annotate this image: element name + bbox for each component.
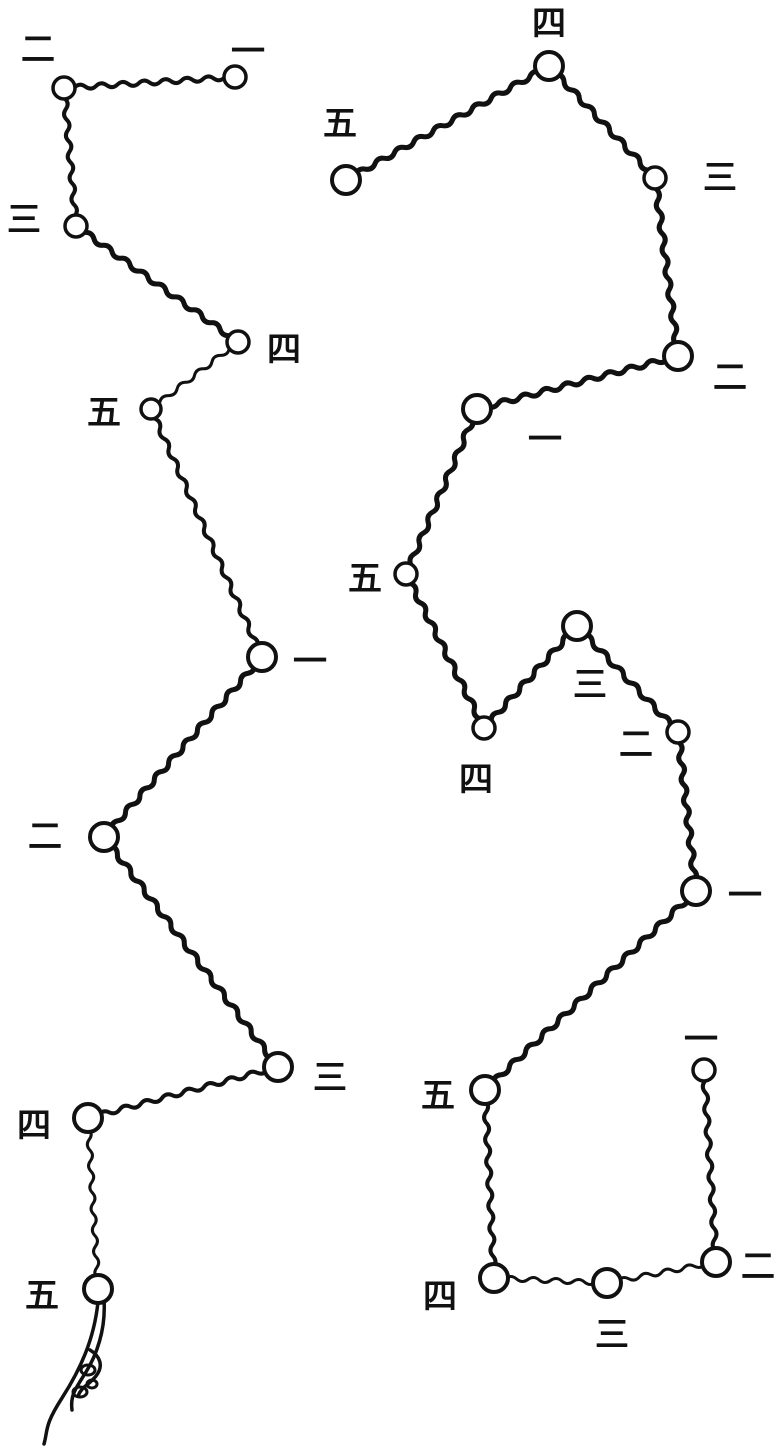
right-path-edge <box>546 63 658 181</box>
left-path-edge <box>62 73 237 92</box>
right-path-node <box>662 340 694 372</box>
node-layer <box>51 50 732 1305</box>
right-path-edge <box>403 406 480 577</box>
right-path-node-label: 五 <box>348 559 382 599</box>
right-path-edge <box>605 1259 718 1286</box>
left-path-edge <box>84 1116 102 1291</box>
left-path-node-label: 五 <box>25 1276 59 1316</box>
left-path-node <box>246 641 278 673</box>
left-path-node-label: 二 <box>21 30 55 70</box>
right-path-node-label: 三 <box>573 665 607 705</box>
left-path-node-label: 一 <box>293 642 327 682</box>
right-path-node <box>561 610 593 642</box>
right-path-edge <box>673 729 699 894</box>
right-path-node-label: 五 <box>421 1076 455 1116</box>
left-path-node <box>51 75 77 101</box>
right-path-node <box>469 1074 501 1106</box>
right-path-edge <box>650 175 683 359</box>
left-path-edge <box>73 223 241 345</box>
right-path-node <box>591 1267 623 1299</box>
right-path-node <box>478 1262 510 1294</box>
right-path-node <box>330 164 362 196</box>
left-path-edge <box>101 834 281 1070</box>
left-path-node-label: 四 <box>17 1106 51 1146</box>
right-path-node <box>471 715 497 741</box>
tail-strand <box>76 1348 102 1398</box>
right-path-edge <box>700 1068 720 1264</box>
tail-strand <box>42 1300 100 1446</box>
left-path-node-label: 五 <box>87 393 121 433</box>
edge-layer <box>60 63 720 1291</box>
right-path-node <box>393 561 419 587</box>
right-path-node <box>533 50 565 82</box>
left-path-node-label: 三 <box>7 200 41 240</box>
left-path-node-label: 一 <box>231 32 265 72</box>
tail-loop <box>79 1363 97 1377</box>
right-path-node <box>680 875 712 907</box>
right-path-edge <box>474 352 681 412</box>
right-path-node-label: 三 <box>595 1315 629 1355</box>
right-path-node-label: 一 <box>528 420 562 460</box>
right-path-node <box>642 165 668 191</box>
right-path-node-label: 二 <box>713 358 747 398</box>
tail-strand <box>69 1298 106 1412</box>
tail-strands <box>42 1298 106 1446</box>
left-path-node <box>262 1051 294 1083</box>
left-path-node <box>88 821 120 853</box>
right-path-node <box>665 719 691 745</box>
left-path-edge <box>86 1064 280 1121</box>
right-path-edge <box>481 623 580 731</box>
tail-loop <box>85 1378 99 1390</box>
right-path-node-label: 一 <box>728 876 762 916</box>
right-path-node-label: 二 <box>741 1247 775 1287</box>
right-path-node-label: 三 <box>703 158 737 198</box>
left-path-node <box>222 64 248 90</box>
right-path-node-label: 五 <box>323 104 357 144</box>
right-path-edge <box>481 1088 498 1280</box>
left-path-edge <box>149 340 240 411</box>
right-path-node-label: 二 <box>619 725 653 765</box>
left-path-node <box>82 1273 114 1305</box>
left-path-node-label: 三 <box>313 1058 347 1098</box>
tail-loop <box>71 1385 89 1399</box>
right-path-edge <box>492 1275 609 1286</box>
left-path-node-label: 四 <box>267 330 301 370</box>
right-path-node <box>691 1057 717 1083</box>
left-path-node <box>225 329 251 355</box>
right-path-node <box>461 393 493 425</box>
right-path-node-label: 四 <box>459 760 493 800</box>
right-path-node-label: 四 <box>532 4 566 44</box>
right-path-node-label: 四 <box>423 1277 457 1317</box>
left-path-edge <box>101 654 265 840</box>
right-path-node-label: 一 <box>684 1020 718 1060</box>
right-path-edge <box>482 888 699 1093</box>
right-path-node <box>700 1246 732 1278</box>
left-path-edge <box>60 86 79 228</box>
left-path-node-label: 二 <box>28 817 62 857</box>
right-path-edge <box>343 63 552 183</box>
right-path-edge <box>403 571 487 731</box>
right-path-edge <box>574 623 681 735</box>
left-path-edge <box>148 407 264 659</box>
left-path-node <box>72 1102 104 1134</box>
left-path-node <box>139 397 163 421</box>
left-path-node <box>63 213 89 239</box>
